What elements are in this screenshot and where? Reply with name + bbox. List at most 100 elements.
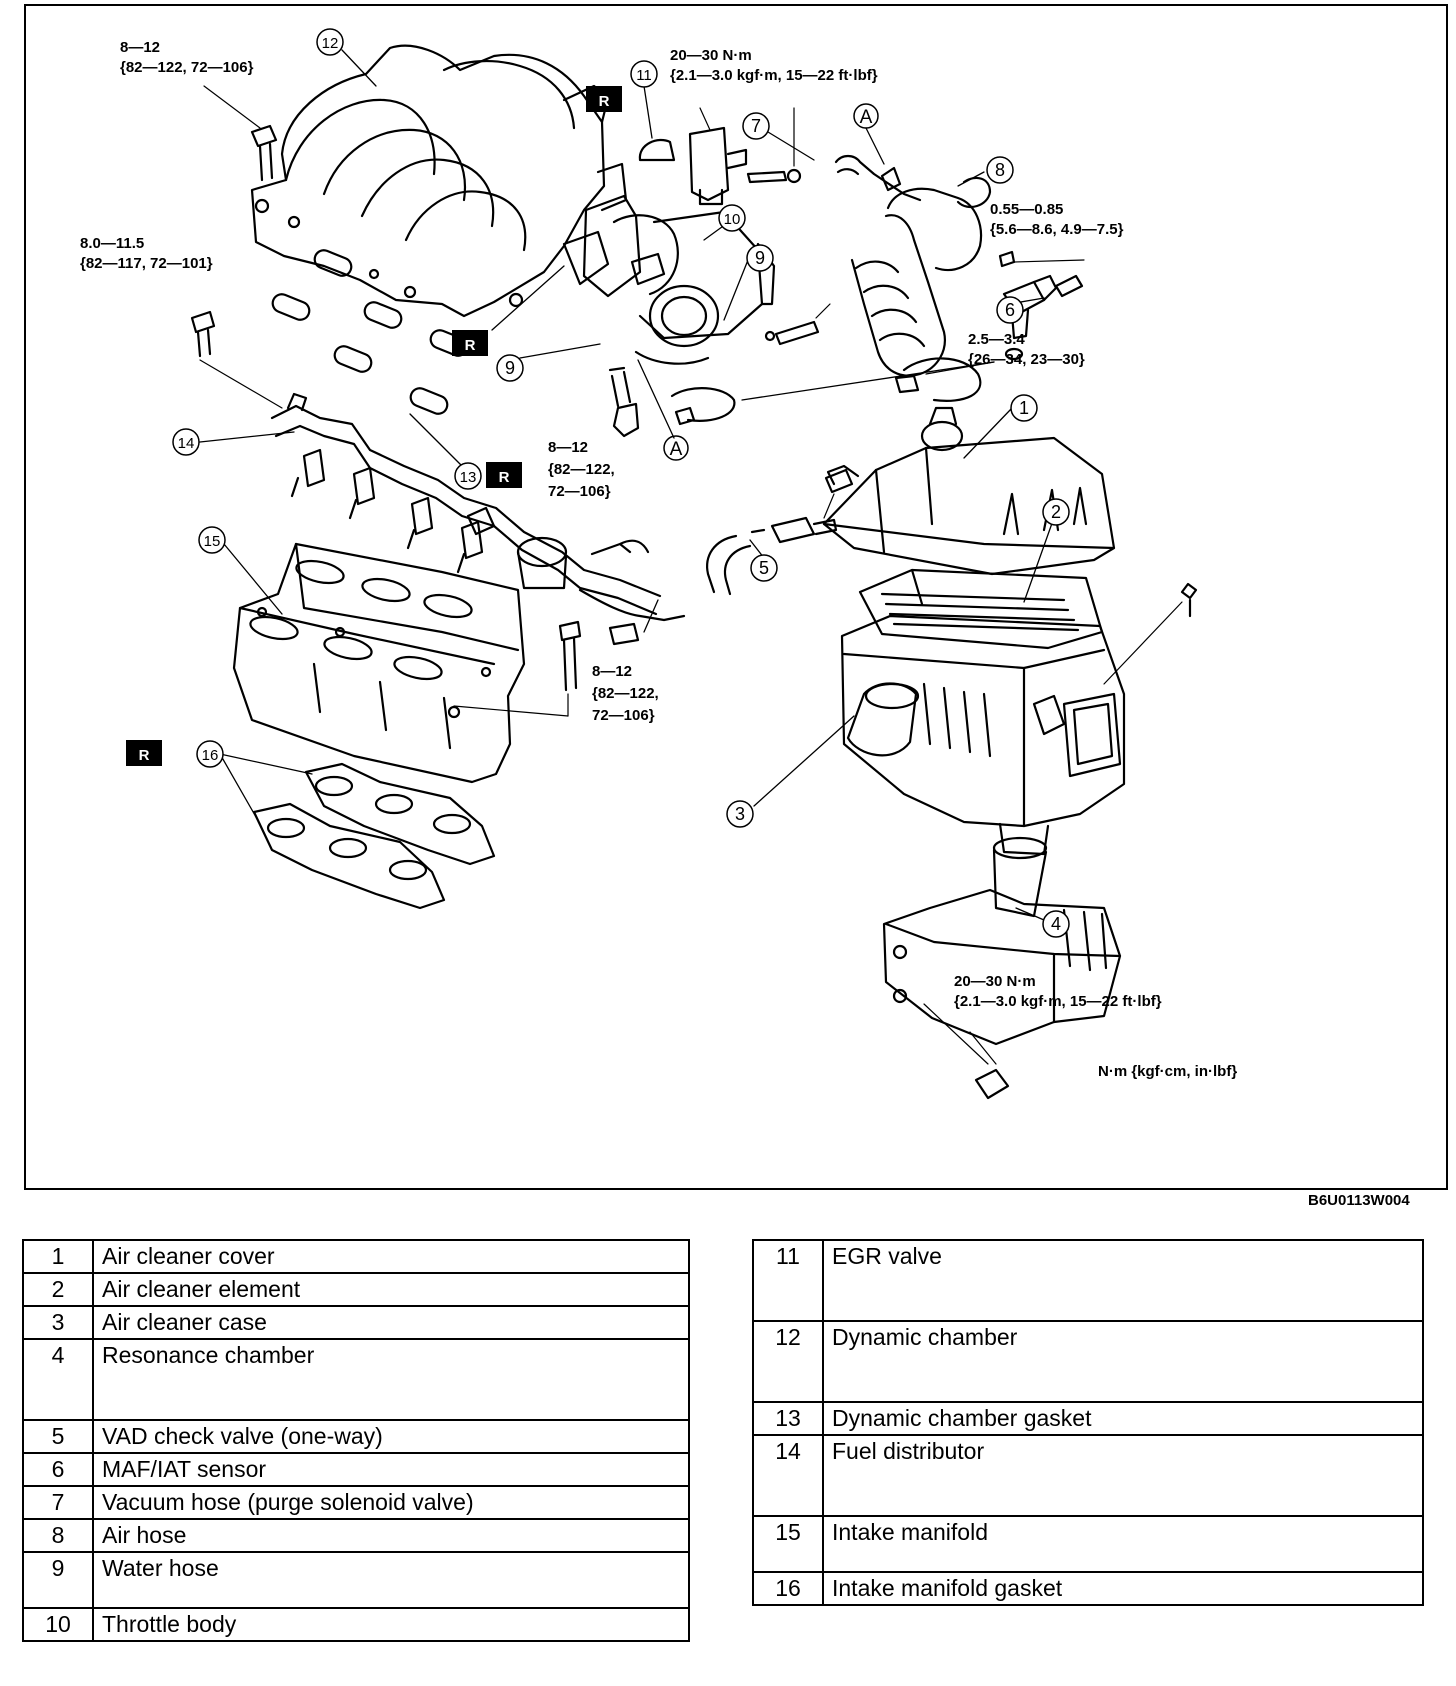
part-name: Intake manifold gasket <box>822 1571 1424 1606</box>
svg-text:R: R <box>499 469 510 486</box>
torque-11-line2: {2.1—3.0 kgf·m, 15—22 ft·lbf} <box>670 67 878 84</box>
dynamic-chamber-drawing <box>250 44 628 318</box>
part-number: 12 <box>752 1320 824 1403</box>
part-number: 5 <box>22 1419 94 1454</box>
callout-number: 16 <box>202 747 219 764</box>
torque-15-line2: {82—122, <box>592 685 659 702</box>
callout-circle <box>996 296 1024 324</box>
part-number: 7 <box>22 1485 94 1520</box>
callout-circle <box>718 204 746 232</box>
part-number: 14 <box>752 1434 824 1517</box>
part-name: Air cleaner element <box>92 1272 690 1307</box>
part-number: 11 <box>752 1239 824 1322</box>
resonance-chamber-drawing <box>882 836 1122 1100</box>
callout-circle <box>746 244 774 272</box>
part-name: Resonance chamber <box>92 1338 690 1421</box>
torque-clamp-line1: 2.5—3.4 <box>968 331 1025 348</box>
part-number: 1 <box>22 1239 94 1274</box>
part-name: Water hose <box>92 1551 690 1609</box>
part-name: Intake manifold <box>822 1515 1424 1573</box>
vad-check-valve-drawing <box>706 468 854 596</box>
intake-manifold-drawing <box>232 542 526 784</box>
exploded-view-diagram: 8—12 {82—122, 72—106} 20—30 N·m {2.1—3.0… <box>24 4 1448 1190</box>
part-number: 2 <box>22 1272 94 1307</box>
part-name: Fuel distributor <box>822 1434 1424 1517</box>
ref-a-circle <box>663 435 689 461</box>
torque-15-line3: 72—106} <box>592 707 655 724</box>
callout-number: 2 <box>1051 502 1061 522</box>
torque-12-top-line2: {82—122, 72—106} <box>120 59 254 76</box>
air-hose-drawing <box>850 176 992 377</box>
figure-code: B6U0113W004 <box>1308 1192 1410 1209</box>
callout-number: 8 <box>995 160 1005 180</box>
air-cleaner-case-drawing <box>840 582 1198 856</box>
callout-circle <box>986 156 1014 184</box>
replace-marks: R R R R <box>126 86 622 766</box>
part-name: Air cleaner case <box>92 1305 690 1340</box>
bolt-12-drawing <box>203 85 278 182</box>
ref-a-label: A <box>670 439 683 460</box>
part-number: 8 <box>22 1518 94 1553</box>
replace-mark: R <box>452 330 488 356</box>
replace-mark: R <box>486 462 522 488</box>
callout-circle <box>750 554 778 582</box>
part-name: MAF/IAT sensor <box>92 1452 690 1487</box>
part-number: 6 <box>22 1452 94 1487</box>
water-hose-drawing <box>774 303 831 346</box>
part-name: EGR valve <box>822 1239 1424 1322</box>
bolt-9-drawing <box>608 366 640 438</box>
bolt-15-drawing <box>453 620 582 717</box>
air-cleaner-cover-drawing <box>822 406 1116 576</box>
callout-number: 13 <box>460 469 477 486</box>
replace-mark: R <box>586 86 622 112</box>
part-number: 9 <box>22 1551 94 1609</box>
ref-a-label: A <box>860 107 873 128</box>
maf-iat-sensor-drawing <box>998 250 1085 361</box>
callout-number: 15 <box>204 533 221 550</box>
ref-a-circle <box>853 103 879 129</box>
torque-clamp-line2: {26—34, 23—30} <box>968 351 1085 368</box>
callout-circle <box>496 354 524 382</box>
part-name: Air cleaner cover <box>92 1239 690 1274</box>
fuel-distributor-drawing <box>270 392 686 646</box>
svg-text:R: R <box>139 747 150 764</box>
torque-12-top-line1: 8—12 <box>120 39 160 56</box>
torque-6-line2: {5.6—8.6, 4.9—7.5} <box>990 221 1124 238</box>
callout-number: 14 <box>178 435 195 452</box>
callout-circle <box>1042 910 1070 938</box>
torque-4-line1: 20—30 N·m <box>954 973 1036 990</box>
torque-14-line1: 8.0—11.5 <box>80 235 144 252</box>
part-number: 15 <box>752 1515 824 1573</box>
part-name: Vacuum hose (purge solenoid valve) <box>92 1485 690 1520</box>
callout-number: 9 <box>505 358 515 378</box>
part-name: Air hose <box>92 1518 690 1553</box>
part-number: 10 <box>22 1607 94 1642</box>
callout-circle <box>316 28 344 56</box>
leader-lines <box>199 49 1057 921</box>
callout-circle <box>742 112 770 140</box>
callout-number: 12 <box>322 35 339 52</box>
part-name: Throttle body <box>92 1607 690 1642</box>
part-number: 4 <box>22 1338 94 1421</box>
callout-circle <box>1042 498 1070 526</box>
callout-number: 3 <box>735 804 745 824</box>
callout-number: 11 <box>636 67 652 84</box>
torque-9-line1: 8—12 <box>548 439 588 456</box>
torque-9-line3: 72—106} <box>548 483 611 500</box>
torque-6-line1: 0.55—0.85 <box>990 201 1063 218</box>
torque-15-line1: 8—12 <box>592 663 632 680</box>
